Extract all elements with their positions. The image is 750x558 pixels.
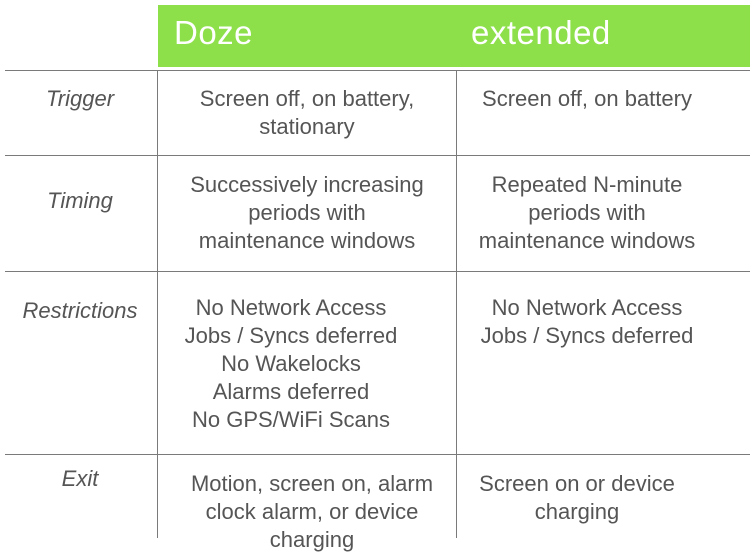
cell-line: Motion, screen on, alarm [190,471,434,496]
column-divider [157,70,158,538]
column-divider [456,70,457,538]
row-divider [5,155,750,156]
cell-line: Repeated N-minute [491,172,683,197]
cell-restrictions-extended: No Network Access Jobs / Syncs deferred [457,294,717,350]
cell-line: No Network Access [491,295,683,320]
cell-line: No Wakelocks [221,351,361,376]
row-label-exit: Exit [61,466,99,491]
row-divider [5,70,750,71]
cell-restrictions-doze: No Network Access Jobs / Syncs deferred … [158,294,424,434]
cell-line: stationary [259,114,355,139]
cell-line: Jobs / Syncs deferred [184,323,398,348]
cell-line: periods with [248,200,366,225]
cell-line: No GPS/WiFi Scans [191,407,391,432]
row-divider [5,454,750,455]
row-label-trigger: Trigger [45,86,115,111]
cell-line: clock alarm, or device [205,499,419,524]
cell-line: maintenance windows [198,228,416,253]
cell-line: maintenance windows [478,228,696,253]
cell-trigger-doze: Screen off, on battery, stationary [158,85,456,141]
cell-exit-extended: Screen on or device charging [457,470,697,526]
cell-line: Screen off, on battery [482,86,692,111]
row-divider [5,271,750,272]
cell-line: charging [534,499,620,524]
row-label-timing: Timing [47,188,113,213]
row-label-restrictions: Restrictions [22,298,138,323]
cell-line: Screen on or device [479,471,675,496]
cell-line: Alarms deferred [212,379,370,404]
cell-timing-doze: Successively increasing periods with mai… [158,171,456,255]
table-header: Doze extended [158,5,750,67]
cell-line: Screen off, on battery, [199,86,415,111]
cell-exit-doze: Motion, screen on, alarm clock alarm, or… [160,470,464,554]
column-header-extended: extended [471,14,611,51]
cell-line: Successively increasing [190,172,424,197]
cell-trigger-extended: Screen off, on battery [457,85,717,113]
column-header-doze: Doze [174,14,254,51]
cell-line: periods with [528,200,646,225]
cell-line: No Network Access [195,295,387,320]
cell-line: charging [269,527,355,552]
cell-timing-extended: Repeated N-minute periods with maintenan… [457,171,717,255]
cell-line: Jobs / Syncs deferred [480,323,694,348]
